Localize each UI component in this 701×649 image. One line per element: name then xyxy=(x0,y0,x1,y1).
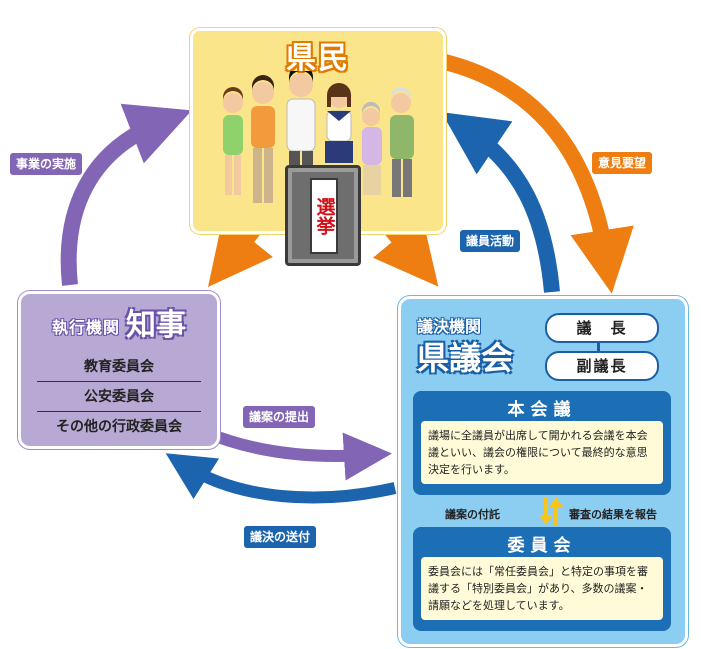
opinions-label: 意見要望 xyxy=(592,152,653,174)
committee-title: 委員会 xyxy=(507,536,577,556)
citizens-illustration xyxy=(223,71,414,203)
referral-report-arrows xyxy=(539,497,563,525)
governor-list-item: その他の行政委員会 xyxy=(56,419,182,435)
vice-chair-badge: 副議長 xyxy=(545,351,659,381)
member-activity-label: 議員活動 xyxy=(460,230,521,252)
chair-badge: 議 長 xyxy=(545,313,659,343)
committee-description: 委員会には「常任委員会」と特定の事項を審議する「特別委員会」があり、多数の議案・… xyxy=(421,557,663,620)
arrow-member-activity xyxy=(441,112,560,293)
ballot-box: 選挙 xyxy=(285,165,361,266)
arrow-opinions xyxy=(443,54,634,294)
governor-panel: 執行機関 知事 教育委員会 公安委員会 その他の行政委員会 xyxy=(18,291,220,449)
plenary-title: 本会議 xyxy=(507,400,577,420)
ballot-label: 選挙 xyxy=(310,178,338,254)
plenary-description: 議場に全議員が出席して開かれる会議を本会議といい、議会の権限について最終的な意思… xyxy=(421,421,663,484)
governor-list-item: 教育委員会 xyxy=(37,352,201,382)
arrow-bill-submission xyxy=(202,426,392,481)
arrow-implementation xyxy=(60,103,192,286)
committee-section: 委員会 委員会には「常任委員会」と特定の事項を審議する「特別委員会」があり、多数… xyxy=(413,527,671,631)
governor-org-label: 執行機関 xyxy=(51,318,120,337)
chair-connector xyxy=(597,343,600,353)
resolution-delivery-label: 議決の送付 xyxy=(244,526,317,548)
referral-label: 議案の付託 xyxy=(445,508,500,521)
governor-title: 知事 xyxy=(126,308,186,343)
assembly-org-label: 議決機関 xyxy=(417,317,482,336)
governor-list-item: 公安委員会 xyxy=(37,382,201,412)
report-label: 審査の結果を報告 xyxy=(569,508,657,521)
governor-committee-list: 教育委員会 公安委員会 その他の行政委員会 xyxy=(37,352,201,441)
bill-submission-label: 議案の提出 xyxy=(243,406,316,428)
assembly-title: 県議会 xyxy=(417,339,514,377)
arrow-resolution-delivery xyxy=(165,453,397,504)
assembly-panel: 議決機関 県議会 議 長 副議長 本会議 議場に全議員が出席して開かれる会議を本… xyxy=(398,296,688,647)
implementation-label: 事業の実施 xyxy=(10,153,83,175)
plenary-section: 本会議 議場に全議員が出席して開かれる会議を本会議といい、議会の権限について最終… xyxy=(413,391,671,495)
governor-heading: 執行機関 知事 xyxy=(21,300,217,344)
